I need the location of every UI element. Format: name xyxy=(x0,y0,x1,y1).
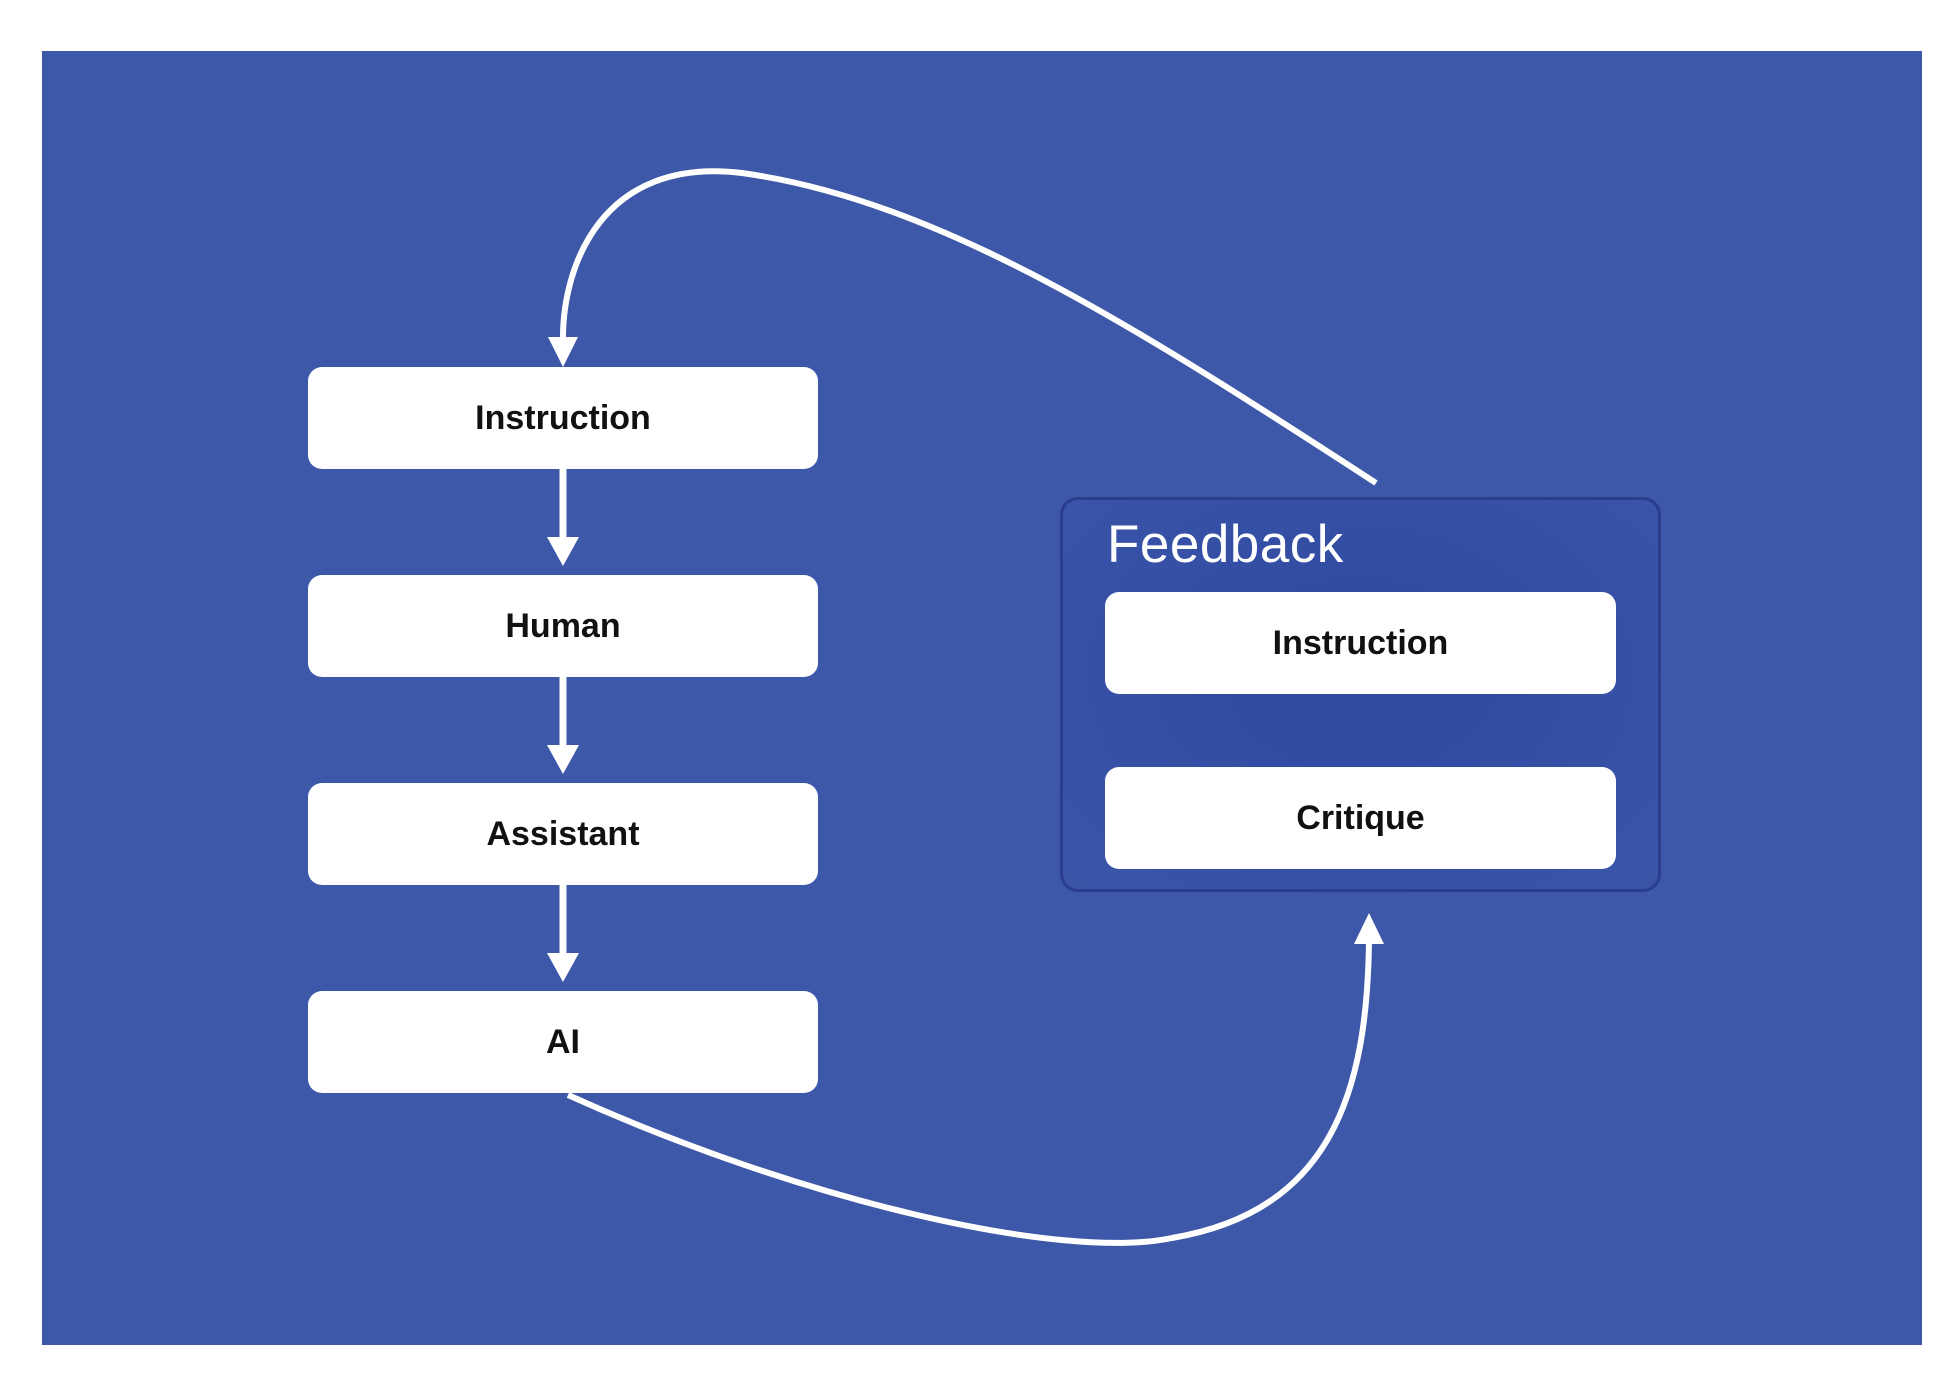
node-ai: AI xyxy=(308,991,818,1093)
feedback-node-critique: Critique xyxy=(1105,767,1616,869)
node-ai-label: AI xyxy=(546,1022,580,1061)
node-instruction-label: Instruction xyxy=(475,398,651,437)
feedback-group: Feedback Instruction Critique xyxy=(1060,497,1661,892)
node-human-label: Human xyxy=(505,606,621,645)
arrow-human-to-assistant xyxy=(547,677,579,774)
diagram-canvas: Instruction Human Assistant AI Feedback … xyxy=(42,51,1922,1345)
node-assistant-label: Assistant xyxy=(486,814,640,853)
arrow-assistant-to-ai xyxy=(547,885,579,982)
feedback-title: Feedback xyxy=(1107,515,1344,574)
node-assistant: Assistant xyxy=(308,783,818,885)
feedback-critique-label: Critique xyxy=(1296,798,1425,837)
feedback-instruction-label: Instruction xyxy=(1272,623,1449,662)
node-human: Human xyxy=(308,575,818,677)
feedback-node-instruction: Instruction xyxy=(1105,592,1616,694)
arrow-instruction-to-human xyxy=(547,469,579,566)
node-instruction: Instruction xyxy=(308,367,818,469)
